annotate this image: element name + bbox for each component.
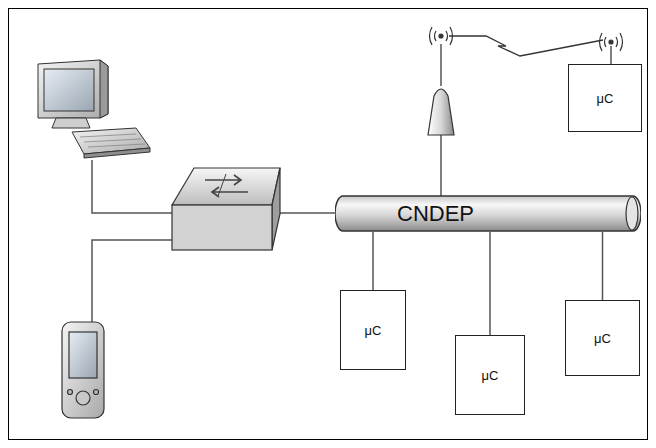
wires — [92, 44, 611, 322]
computer-icon — [38, 60, 150, 158]
bus-connector — [602, 232, 604, 300]
pda-icon — [62, 322, 104, 418]
controller-box: μC — [340, 290, 406, 370]
controller-box: μC — [455, 335, 525, 415]
bus-label: CNDEP — [335, 201, 474, 227]
node-label: μC — [597, 91, 614, 106]
node-label: μC — [594, 331, 611, 346]
bus-connector — [489, 232, 491, 335]
wireless-link — [449, 36, 603, 56]
frame — [9, 9, 648, 440]
switch-icon — [172, 168, 280, 250]
controller-box: μC — [565, 300, 640, 376]
node-label: μC — [482, 368, 499, 383]
bus-connector — [372, 232, 374, 290]
node-label: μC — [365, 323, 382, 338]
antenna-tower — [428, 89, 454, 135]
pipe-shape — [335, 195, 641, 232]
controller-box: μC — [568, 64, 642, 132]
antenna-symbol — [600, 33, 623, 51]
antenna-symbol — [430, 27, 453, 45]
bus-pipe: CNDEP — [335, 195, 641, 232]
